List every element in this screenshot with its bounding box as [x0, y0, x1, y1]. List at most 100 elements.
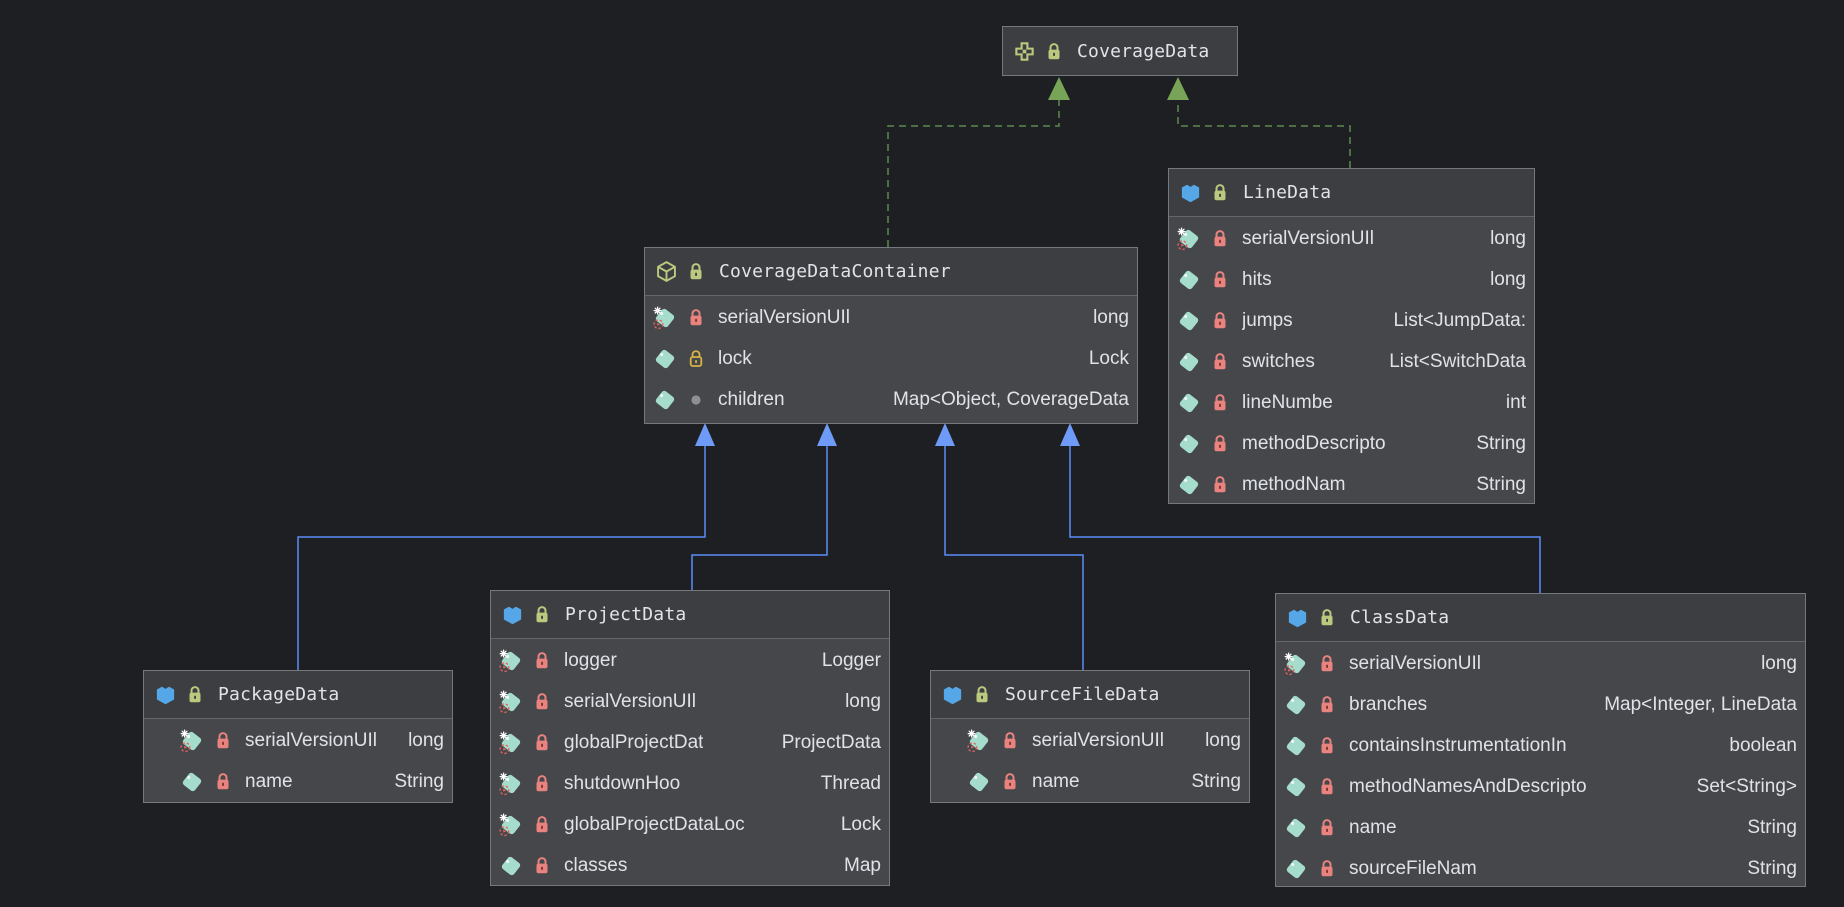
- field-row[interactable]: serialVersionUIl long: [1276, 643, 1805, 684]
- class-title: PackageData: [218, 684, 340, 705]
- field-tag-icon: [180, 729, 204, 753]
- field-row[interactable]: serialVersionUIl long: [931, 720, 1249, 761]
- private-icon: [1212, 270, 1228, 289]
- field-row[interactable]: name String: [931, 761, 1249, 802]
- public-final-lock-icon: [1046, 42, 1062, 61]
- edge-linedata-implements-coveragedata: [1177, 99, 1351, 168]
- field-list: serialVersionUIl long name String: [931, 719, 1249, 802]
- field-name: globalProjectDat: [564, 731, 704, 753]
- class-node-linedata[interactable]: LineData serialVersionUIl long: [1168, 168, 1535, 504]
- class-node-coveragedata[interactable]: CoverageData: [1002, 26, 1238, 76]
- field-name: hits: [1242, 268, 1272, 290]
- edge-classdata-extends-coveragedatacontainer: [1069, 444, 1541, 593]
- field-name: name: [245, 770, 293, 792]
- field-row[interactable]: name String: [144, 761, 452, 802]
- field-row[interactable]: serialVersionUIl long: [491, 681, 889, 722]
- field-row[interactable]: globalProjectDataLoc Lock: [491, 804, 889, 845]
- edge-projectdata-extends-coveragedatacontainer: [691, 444, 828, 590]
- field-tag-icon: [653, 347, 677, 371]
- node-header: ProjectData: [491, 591, 889, 639]
- field-row[interactable]: lineNumbe int: [1169, 382, 1534, 423]
- private-icon: [1319, 736, 1335, 755]
- class-node-sourcefiledata[interactable]: SourceFileData serialVersionUIl long: [930, 670, 1250, 803]
- field-row[interactable]: methodDescripto String: [1169, 423, 1534, 464]
- field-row[interactable]: globalProjectDat ProjectData: [491, 722, 889, 763]
- field-type: ProjectData: [781, 731, 881, 753]
- field-name: sourceFileNam: [1349, 857, 1477, 879]
- field-row[interactable]: switches List<SwitchData: [1169, 341, 1534, 382]
- field-name: logger: [564, 649, 617, 671]
- class-node-packagedata[interactable]: PackageData serialVersionUIl long: [143, 670, 453, 803]
- field-row[interactable]: logger Logger: [491, 640, 889, 681]
- private-icon: [1212, 229, 1228, 248]
- field-row[interactable]: containsInstrumentationIn boolean: [1276, 725, 1805, 766]
- field-tag-icon: [1284, 816, 1308, 840]
- field-tag-icon: [499, 731, 523, 755]
- field-row[interactable]: serialVersionUIl long: [645, 297, 1137, 338]
- field-name: methodNam: [1242, 473, 1346, 495]
- field-row[interactable]: methodNamesAndDescripto Set<String>: [1276, 766, 1805, 807]
- field-row[interactable]: sourceFileNam String: [1276, 848, 1805, 886]
- field-row[interactable]: serialVersionUIl long: [1169, 218, 1534, 259]
- field-tag-icon: [499, 649, 523, 673]
- field-tag-icon: [1284, 652, 1308, 676]
- field-tag-icon: [180, 770, 204, 794]
- field-type: long: [1205, 729, 1241, 751]
- node-header: PackageData: [144, 671, 452, 719]
- field-name: classes: [564, 854, 628, 876]
- field-type: String: [394, 770, 444, 792]
- field-row[interactable]: classes Map: [491, 845, 889, 885]
- field-name: serialVersionUIl: [1242, 227, 1374, 249]
- private-icon: [688, 308, 704, 327]
- class-node-classdata[interactable]: ClassData serialVersionUIl long: [1275, 593, 1806, 887]
- field-row[interactable]: methodNam String: [1169, 464, 1534, 503]
- private-icon: [1319, 654, 1335, 673]
- field-row[interactable]: shutdownHoo Thread: [491, 763, 889, 804]
- extends-arrowhead: [935, 423, 955, 446]
- field-name: jumps: [1242, 309, 1293, 331]
- extends-arrowhead: [695, 423, 715, 446]
- field-row[interactable]: branches Map<Integer, LineData: [1276, 684, 1805, 725]
- field-type: List<JumpData:: [1393, 309, 1526, 331]
- public-final-lock-icon: [688, 262, 704, 281]
- field-tag-icon: [1177, 391, 1201, 415]
- field-name: serialVersionUIl: [1032, 729, 1164, 751]
- field-row[interactable]: serialVersionUIl long: [144, 720, 452, 761]
- private-icon: [1212, 475, 1228, 494]
- protected-icon: [688, 349, 704, 368]
- field-name: lock: [718, 347, 752, 369]
- field-type: String: [1747, 857, 1797, 879]
- field-list: serialVersionUIl long lock Lock children…: [645, 296, 1137, 420]
- edge-packagedata-extends-coveragedatacontainer: [297, 444, 706, 670]
- field-name: methodDescripto: [1242, 432, 1386, 454]
- private-icon: [1319, 695, 1335, 714]
- extends-arrowhead: [817, 423, 837, 446]
- private-icon: [1319, 859, 1335, 878]
- field-tag-icon: [1177, 309, 1201, 333]
- public-final-lock-icon: [974, 685, 990, 704]
- field-name: serialVersionUIl: [718, 306, 850, 328]
- class-node-coveragedatacontainer[interactable]: CoverageDataContainer serialVersionUIl l…: [644, 247, 1138, 424]
- field-row[interactable]: children Map<Object, CoverageData: [645, 379, 1137, 420]
- class-title: SourceFileData: [1005, 684, 1160, 705]
- field-type: List<SwitchData: [1389, 350, 1526, 372]
- class-node-projectdata[interactable]: ProjectData logger Logger: [490, 590, 890, 886]
- field-name: name: [1032, 770, 1080, 792]
- field-type: Map<Object, CoverageData: [892, 388, 1129, 410]
- field-tag-icon: [1177, 227, 1201, 251]
- field-row[interactable]: lock Lock: [645, 338, 1137, 379]
- class-icon: [1286, 606, 1309, 629]
- field-row[interactable]: jumps List<JumpData:: [1169, 300, 1534, 341]
- field-name: name: [1349, 816, 1397, 838]
- private-icon: [1212, 352, 1228, 371]
- field-tag-icon: [1177, 350, 1201, 374]
- field-tag-icon: [1284, 775, 1308, 799]
- implements-arrowhead: [1048, 77, 1070, 100]
- field-row[interactable]: hits long: [1169, 259, 1534, 300]
- field-tag-icon: [499, 690, 523, 714]
- field-row[interactable]: name String: [1276, 807, 1805, 848]
- field-name: serialVersionUIl: [1349, 652, 1481, 674]
- private-icon: [1002, 772, 1018, 791]
- field-type: Logger: [821, 649, 881, 671]
